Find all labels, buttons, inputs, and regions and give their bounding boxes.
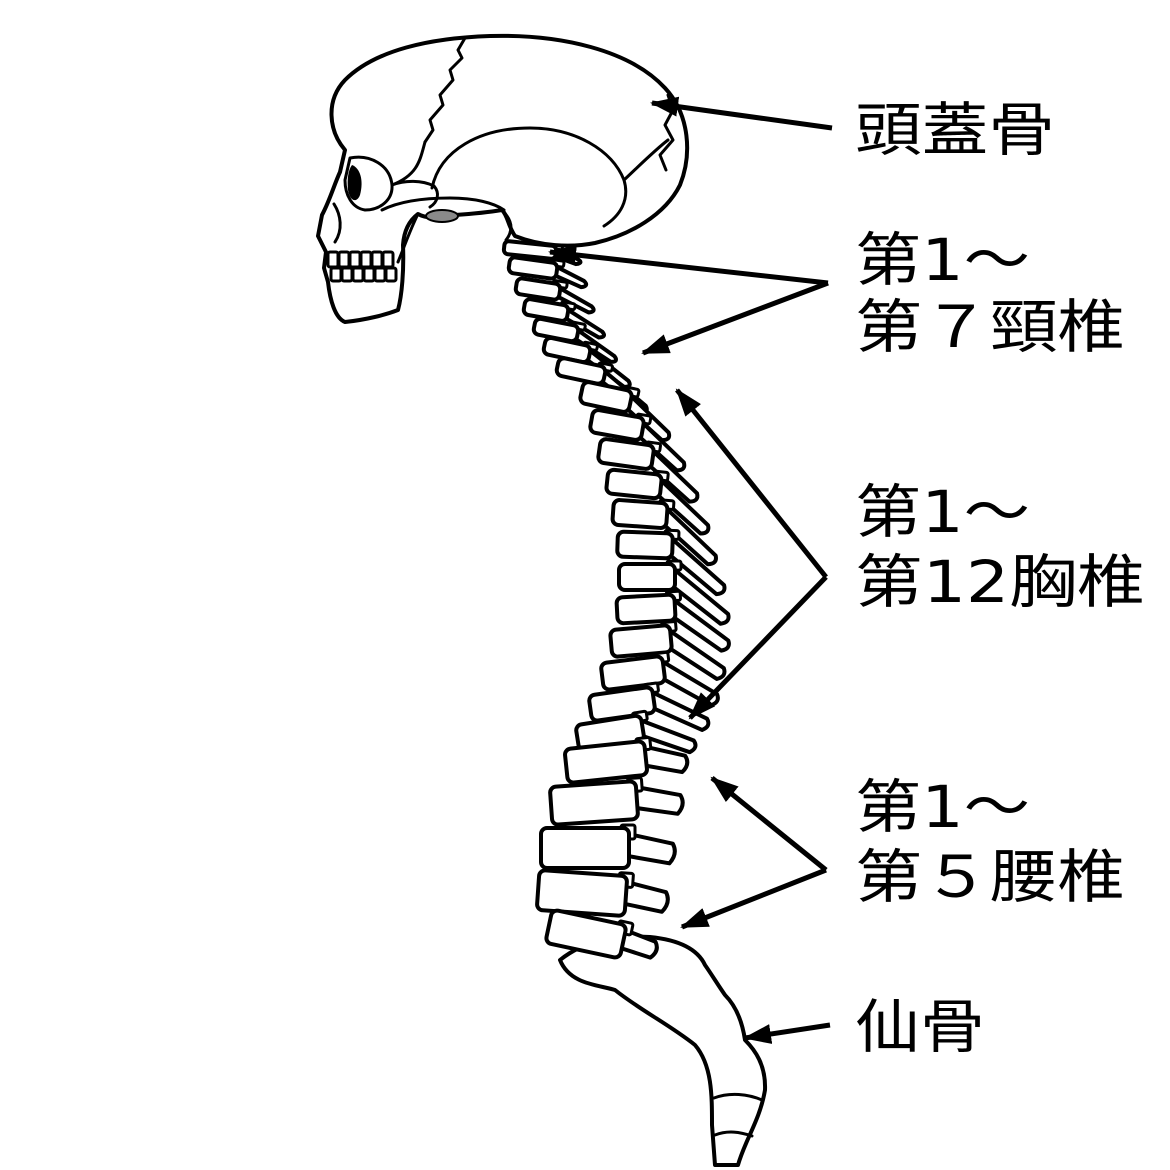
- vertebral-body: [548, 779, 640, 827]
- vertebral-body: [563, 739, 649, 785]
- spinous-process-group: [631, 717, 698, 755]
- skull: [316, 33, 690, 324]
- spinous-process: [660, 535, 727, 597]
- label-thoracic-line2: 第12胸椎: [855, 548, 1145, 616]
- vertebral-body: [596, 437, 656, 471]
- vertebral-body: [599, 654, 667, 692]
- arrow-sacrum: [743, 1022, 831, 1044]
- label-thoracic-line1: 第1〜: [855, 478, 1030, 546]
- lumbar-vertebra-5: [544, 908, 659, 960]
- vertebral-body: [554, 356, 608, 386]
- zygomatic-arch: [380, 196, 506, 212]
- label-cervical-line2: 第７頸椎: [855, 293, 1125, 361]
- spinous-process-group: [662, 566, 731, 626]
- vertebral-body: [614, 592, 678, 626]
- arrow-skull: [650, 96, 833, 131]
- vertebral-body: [604, 467, 664, 501]
- spinous-process: [635, 743, 690, 775]
- spinous-process: [662, 597, 731, 653]
- arrow-cervical-top: [548, 244, 829, 286]
- mandible-edge: [396, 212, 420, 264]
- thoracic-vertebra-7: [617, 559, 731, 626]
- arrow-lumbar-top: [710, 776, 828, 872]
- tooth: [384, 266, 398, 283]
- vertebral-column: [501, 239, 731, 960]
- spinous-process: [662, 566, 731, 626]
- arrow-thoracic-top: [675, 388, 828, 579]
- cervical-vertebra-3: [513, 276, 596, 315]
- vertebral-body: [513, 276, 563, 302]
- lower-teeth: [329, 266, 398, 283]
- vertebral-body: [539, 826, 631, 870]
- sacrum: [558, 934, 768, 1167]
- coccyx-segment: [712, 1092, 764, 1102]
- vertebral-body: [588, 408, 646, 442]
- vertebral-body: [535, 868, 629, 918]
- lumbar-vertebra-2: [548, 776, 685, 827]
- spinous-process: [631, 717, 698, 755]
- spinous-process-group: [658, 627, 727, 681]
- spinous-process-group: [550, 284, 596, 315]
- vertebral-body: [617, 562, 677, 592]
- label-lumbar-line1: 第1〜: [855, 773, 1030, 841]
- label-skull: 頭蓋骨: [855, 96, 1055, 164]
- coccyx-segment: [713, 1130, 754, 1138]
- vertebral-body: [610, 498, 670, 530]
- spinous-process-group: [627, 784, 685, 816]
- lumbar-vertebra-3: [539, 823, 677, 870]
- label-lumbar-line2: 第５腰椎: [855, 843, 1125, 911]
- sacrum-group: [558, 934, 768, 1167]
- thoracic-vertebra-8: [614, 589, 731, 653]
- spinous-process: [627, 784, 685, 816]
- spinous-process-group: [640, 447, 700, 504]
- spinous-process-group: [619, 831, 677, 866]
- lumbar-vertebra-4: [535, 868, 670, 918]
- spinous-process: [658, 627, 727, 681]
- thoracic-vertebra-4: [604, 467, 711, 536]
- vertebral-body: [608, 623, 674, 659]
- arrow-cervical-bottom: [641, 280, 829, 356]
- spinous-process: [640, 447, 700, 504]
- arrows: [548, 96, 833, 1044]
- spinous-process-group: [660, 535, 727, 597]
- temporal-bone: [430, 126, 628, 228]
- eye-socket-shadow: [347, 165, 362, 201]
- label-sacrum: 仙骨: [855, 993, 985, 1061]
- cervical-vertebra-5: [531, 316, 619, 364]
- label-cervical-line1: 第1〜: [855, 226, 1030, 294]
- vertebral-body: [506, 255, 560, 281]
- upper-teeth: [326, 250, 395, 269]
- vertebral-body: [544, 908, 628, 960]
- parietal-line: [622, 138, 670, 182]
- spinous-process: [648, 476, 711, 536]
- thoracic-vertebra-6: [615, 528, 727, 597]
- spinous-process: [654, 505, 718, 567]
- vertebral-body: [578, 380, 634, 414]
- arrow-lumbar-bottom: [680, 867, 827, 930]
- spinous-process-group: [654, 505, 718, 567]
- coronal-suture: [423, 36, 467, 144]
- thoracic-vertebra-5: [610, 498, 718, 567]
- labels: 頭蓋骨 第1〜 第７頸椎 第1〜 第12胸椎 第1〜 第５腰椎 仙骨: [855, 96, 1145, 1061]
- spinous-process: [619, 831, 677, 866]
- thoracic-vertebra-9: [608, 620, 727, 681]
- spinous-process-group: [662, 597, 731, 653]
- mandibular-notch-shadow: [425, 209, 459, 223]
- vertebral-body: [615, 529, 675, 561]
- thoracic-vertebra-3: [596, 437, 700, 504]
- mastoid-process: [500, 208, 513, 242]
- spinous-process-group: [635, 743, 690, 775]
- spinous-process: [550, 284, 596, 315]
- nasal-cavity: [332, 202, 342, 244]
- spinous-process-group: [648, 476, 711, 536]
- arrow-thoracic-bottom: [688, 575, 828, 720]
- lumbar-vertebra-1: [563, 735, 690, 785]
